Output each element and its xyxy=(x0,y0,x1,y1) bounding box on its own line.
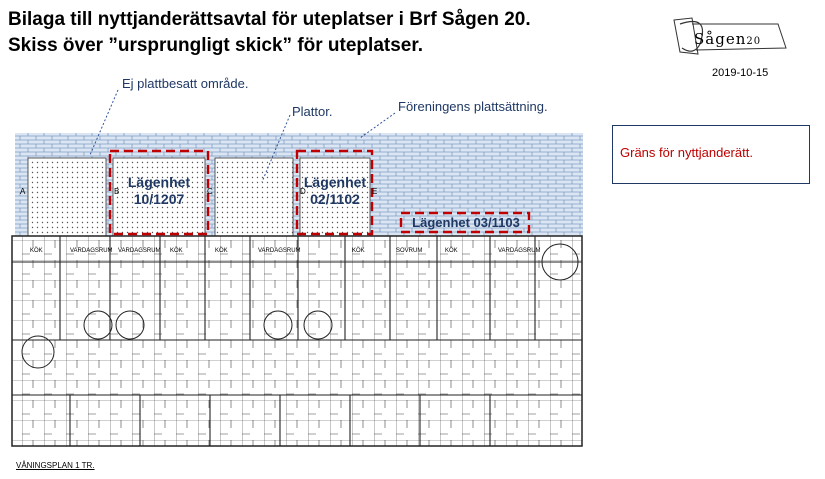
note-ej-plattbesatt: Ej plattbesatt område. xyxy=(122,76,249,91)
title-line-1: Bilaga till nyttjanderättsavtal för utep… xyxy=(8,9,531,30)
room-label: VARDAGSRUM xyxy=(258,248,301,254)
note-plattor: Plattor. xyxy=(292,104,333,119)
patio-d xyxy=(299,157,371,237)
floor-label: VÅNINGSPLAN 1 TR. xyxy=(16,461,95,470)
note-foreningens-plattsattning: Föreningens plattsättning. xyxy=(398,99,548,114)
plan-letter-c: C xyxy=(207,187,213,196)
label-apartment-03-1103: Lägenhet 03/1103 xyxy=(412,215,520,230)
date-label: 2019-10-15 xyxy=(712,67,769,79)
logo-graphic xyxy=(673,17,787,55)
plan-letter-d: D xyxy=(300,187,306,196)
room-label: VARDAGSRUM xyxy=(498,248,541,254)
room-label: KÖK xyxy=(30,248,43,254)
patio-b xyxy=(112,157,206,237)
boundary-apt-10-1207 xyxy=(108,149,210,236)
patio-a xyxy=(27,157,107,237)
boundary-apt-02-1102 xyxy=(295,149,374,236)
plan-letter-a: A xyxy=(20,187,26,196)
room-label: KÖK xyxy=(445,248,458,254)
legend-box xyxy=(612,125,810,184)
logo-text: Sågen20 xyxy=(694,30,762,48)
room-label: KÖK xyxy=(170,248,183,254)
room-label: SOVRUM xyxy=(396,248,423,254)
patio-c xyxy=(214,157,294,237)
room-label: KÖK xyxy=(352,248,365,254)
plan-letter-e: E xyxy=(372,187,378,196)
room-label: VARDAGSRUM xyxy=(70,248,113,254)
room-label: VARDAGSRUM xyxy=(118,248,161,254)
building-outline xyxy=(11,235,583,447)
legend-text: Gräns för nyttjanderätt. xyxy=(620,145,753,160)
boundary-apt-03-1103 xyxy=(399,211,531,234)
plan-letter-b: B xyxy=(114,187,120,196)
room-label: KÖK xyxy=(215,248,228,254)
title-line-2: Skiss över ”ursprungligt skick” för utep… xyxy=(8,35,423,56)
